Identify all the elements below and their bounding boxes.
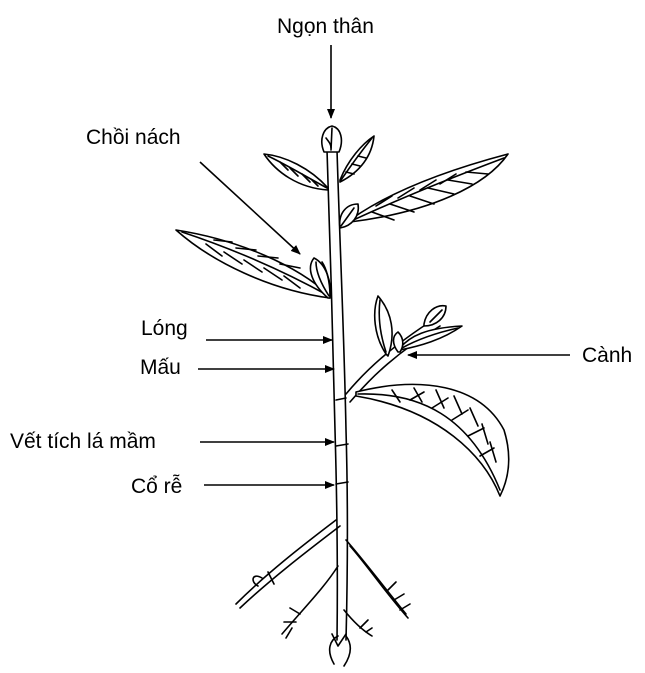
label-internode: Lóng bbox=[141, 318, 188, 339]
label-shoot-apex: Ngọn thân bbox=[277, 16, 374, 37]
label-branch: Cành bbox=[582, 345, 632, 366]
roots bbox=[236, 520, 410, 666]
left-large-leaf bbox=[176, 230, 330, 298]
label-root-neck: Cổ rễ bbox=[131, 476, 182, 497]
label-node: Mấu bbox=[140, 357, 181, 378]
upper-left-leaf bbox=[264, 154, 328, 190]
branch-hanging-leaf bbox=[356, 384, 509, 496]
upper-right-large-leaf bbox=[342, 154, 508, 226]
label-axillary-bud: Chồi nách bbox=[86, 127, 181, 148]
label-cotyledon-scar: Vết tích lá mầm bbox=[10, 431, 156, 452]
terminal-bud bbox=[322, 126, 342, 152]
upper-node-bud bbox=[340, 204, 359, 228]
branch-leaves bbox=[375, 296, 462, 356]
upper-right-leaf bbox=[340, 136, 374, 182]
